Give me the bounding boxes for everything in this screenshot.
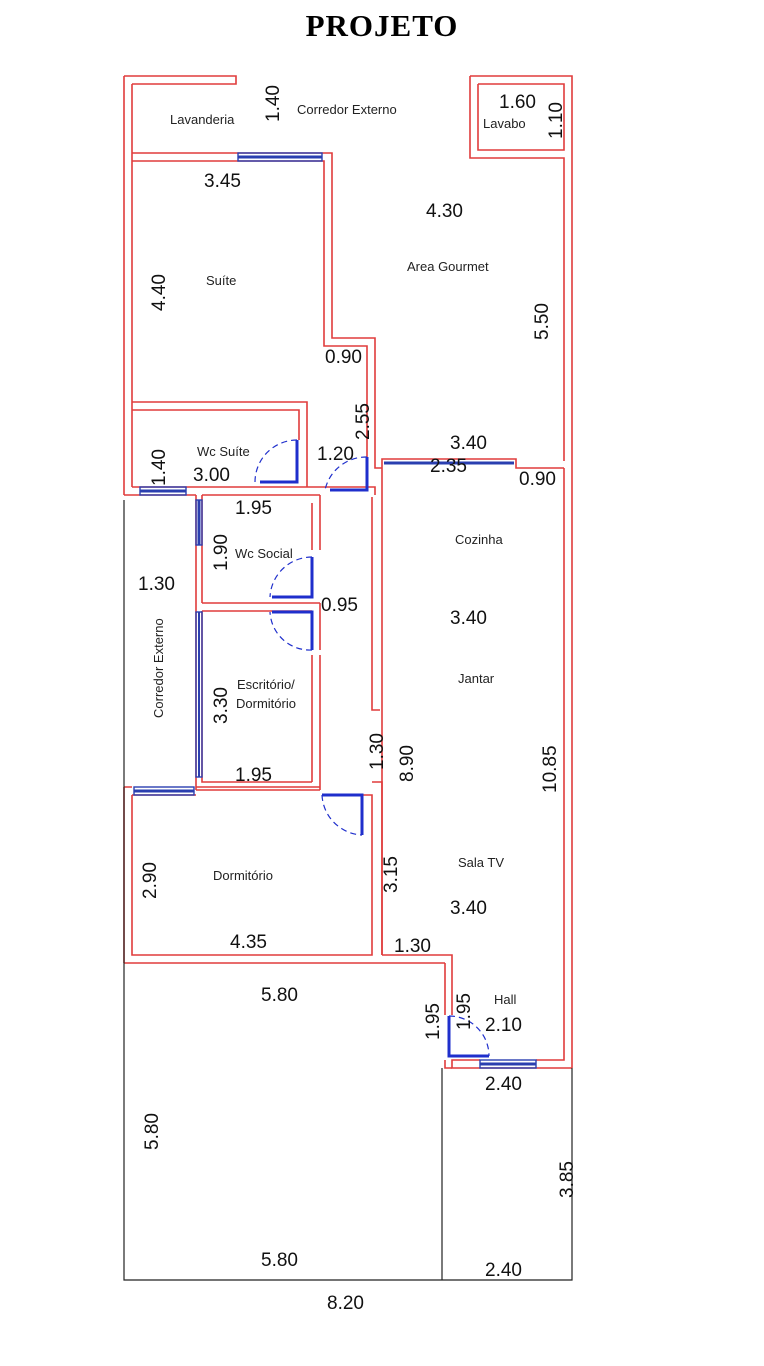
door-entry-leaf: [447, 1016, 489, 1058]
dim-0-90-a: 0.90: [325, 347, 362, 368]
dim-1-20: 1.20: [317, 444, 354, 465]
label-escritorio: Escritório/: [237, 677, 295, 692]
label-escritorio-dormitorio: Dormitório: [236, 696, 296, 711]
doors: [254, 439, 490, 1058]
dim-3-40-b: 3.40: [450, 608, 487, 629]
door-escritorio-leaf: [272, 610, 314, 650]
dim-2-90: 2.90: [140, 862, 161, 899]
label-suite: Suíte: [206, 273, 236, 288]
dim-5-80-c: 5.80: [261, 1250, 298, 1271]
label-wc-social: Wc Social: [235, 546, 293, 561]
dim-1-30-a: 1.30: [138, 574, 175, 595]
suite-bottom-wall: [132, 401, 308, 487]
door-dormitorio-arc: [321, 794, 363, 836]
label-sala-tv: Sala TV: [458, 855, 504, 870]
label-corredor-externo-top: Corredor Externo: [297, 102, 397, 117]
dim-1-30-c: 1.30: [394, 936, 431, 957]
dim-1-95-b: 1.95: [235, 765, 272, 786]
dim-5-80-a: 5.80: [261, 985, 298, 1006]
dim-1-95-d: 1.95: [454, 993, 475, 1030]
door-dormitorio-leaf: [322, 793, 364, 835]
dim-1-10: 1.10: [546, 102, 567, 139]
door-wc-suite-arc: [254, 439, 298, 483]
dim-4-35: 4.35: [230, 932, 267, 953]
door-hall-arc: [324, 456, 368, 491]
dim-2-10: 2.10: [485, 1015, 522, 1036]
dim-1-95-a: 1.95: [235, 498, 272, 519]
dim-3-45: 3.45: [204, 171, 241, 192]
door-wc-social-leaf: [272, 557, 314, 599]
label-cozinha: Cozinha: [455, 532, 503, 547]
door-wc-social-arc: [269, 556, 313, 598]
dim-3-40-a: 3.40: [450, 433, 487, 454]
dim-10-85: 10.85: [540, 745, 561, 793]
dim-2-40-b: 2.40: [485, 1260, 522, 1281]
dim-0-90-b: 0.90: [519, 469, 556, 490]
dim-3-40-c: 3.40: [450, 898, 487, 919]
outer-wall: [123, 75, 573, 495]
dim-1-30-b: 1.30: [367, 733, 388, 770]
dim-1-95-c: 1.95: [423, 1003, 444, 1040]
hall-wall: [381, 795, 453, 1069]
dim-5-80-b: 5.80: [142, 1113, 163, 1150]
dimensions: 1.40 1.60 1.10 3.45 4.30 4.40 5.50 0.90 …: [138, 85, 578, 1314]
lot-outline: [123, 500, 573, 1281]
dim-3-85: 3.85: [557, 1161, 578, 1198]
door-hall-leaf: [330, 457, 369, 492]
label-area-gourmet: Area Gourmet: [407, 259, 489, 274]
dim-1-60: 1.60: [499, 92, 536, 113]
door-wc-suite-leaf: [260, 440, 299, 484]
label-lavabo: Lavabo: [483, 116, 526, 131]
dim-1-90: 1.90: [211, 534, 232, 571]
page-title: PROJETO: [305, 8, 459, 43]
label-lavanderia: Lavanderia: [170, 112, 235, 127]
walls: [123, 75, 573, 1069]
dim-4-40: 4.40: [149, 274, 170, 311]
dim-3-00: 3.00: [193, 465, 230, 486]
label-jantar: Jantar: [458, 671, 495, 686]
dim-1-40-wc: 1.40: [149, 449, 170, 486]
dim-2-40-a: 2.40: [485, 1074, 522, 1095]
door-escritorio-arc: [269, 611, 313, 651]
label-dormitorio: Dormitório: [213, 868, 273, 883]
label-wc-suite: Wc Suíte: [197, 444, 250, 459]
dim-8-90: 8.90: [397, 745, 418, 782]
dim-3-30: 3.30: [211, 687, 232, 724]
dim-3-15: 3.15: [381, 856, 402, 893]
door-entry-arc: [448, 1015, 490, 1057]
lot-left-line: [123, 500, 573, 1281]
dim-2-35: 2.35: [430, 456, 467, 477]
label-hall: Hall: [494, 992, 517, 1007]
dim-4-30: 4.30: [426, 201, 463, 222]
label-corredor-externo-side: Corredor Externo: [151, 618, 166, 718]
dim-2-55: 2.55: [353, 403, 374, 440]
room-labels: Lavanderia Corredor Externo Lavabo Suíte…: [151, 102, 526, 1007]
dim-0-95: 0.95: [321, 595, 358, 616]
dim-8-20: 8.20: [327, 1293, 364, 1314]
dim-5-50: 5.50: [532, 303, 553, 340]
windows: [133, 152, 537, 1069]
dim-1-40-top: 1.40: [263, 85, 284, 122]
